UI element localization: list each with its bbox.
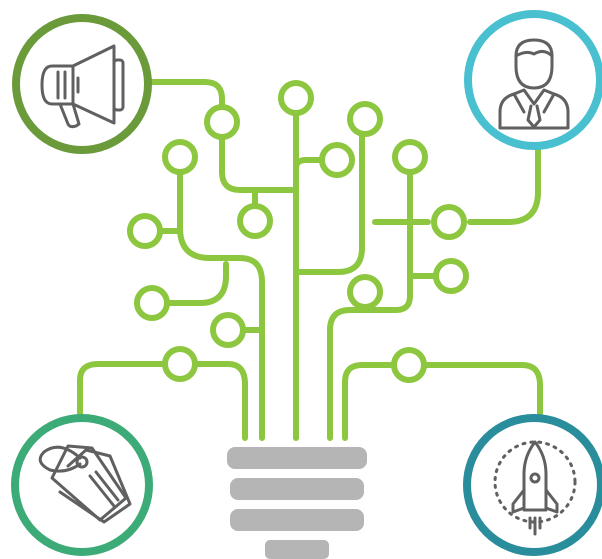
circuit-node bbox=[391, 347, 427, 383]
wire-trunk-right bbox=[293, 131, 365, 275]
businessman-icon bbox=[498, 38, 570, 130]
circuit-node bbox=[433, 258, 469, 294]
megaphone-icon bbox=[40, 44, 125, 129]
wire-rocket bbox=[342, 362, 543, 441]
wire-left-top bbox=[177, 170, 265, 441]
price-tags-icon bbox=[38, 444, 132, 524]
circuit-node bbox=[237, 203, 273, 239]
bulb-base-bar bbox=[230, 509, 364, 531]
circuit-node bbox=[347, 101, 383, 137]
circuit-node bbox=[134, 285, 170, 321]
tags-ring bbox=[11, 414, 153, 556]
circuit-node bbox=[319, 142, 355, 178]
wire-megaphone bbox=[147, 79, 225, 110]
circuit-node bbox=[392, 139, 428, 175]
circuit-node bbox=[210, 312, 246, 348]
circuit-nodes bbox=[127, 80, 469, 383]
circuit-node bbox=[204, 104, 240, 140]
rocket-icon bbox=[493, 440, 577, 536]
wire-left-mid bbox=[165, 261, 229, 306]
wire-tags bbox=[77, 361, 248, 441]
marketing-ring bbox=[12, 14, 152, 154]
circuit-wires bbox=[77, 79, 577, 441]
circuit-node bbox=[162, 346, 198, 382]
wire-trunk-branch-right bbox=[293, 157, 325, 171]
bulb-base-tip bbox=[265, 540, 329, 559]
wire-center-left-branch bbox=[219, 134, 299, 193]
circuit-node bbox=[431, 204, 467, 240]
circuit-node bbox=[127, 213, 163, 249]
circuit-node bbox=[162, 139, 198, 175]
bulb-base bbox=[227, 447, 367, 559]
wire-right-vertical bbox=[327, 169, 413, 441]
rocket-ring bbox=[463, 414, 602, 556]
bulb-base-bar bbox=[230, 478, 364, 500]
bulb-base-bar bbox=[227, 447, 367, 469]
circuit-node bbox=[278, 80, 314, 116]
circuit-node bbox=[347, 274, 383, 310]
